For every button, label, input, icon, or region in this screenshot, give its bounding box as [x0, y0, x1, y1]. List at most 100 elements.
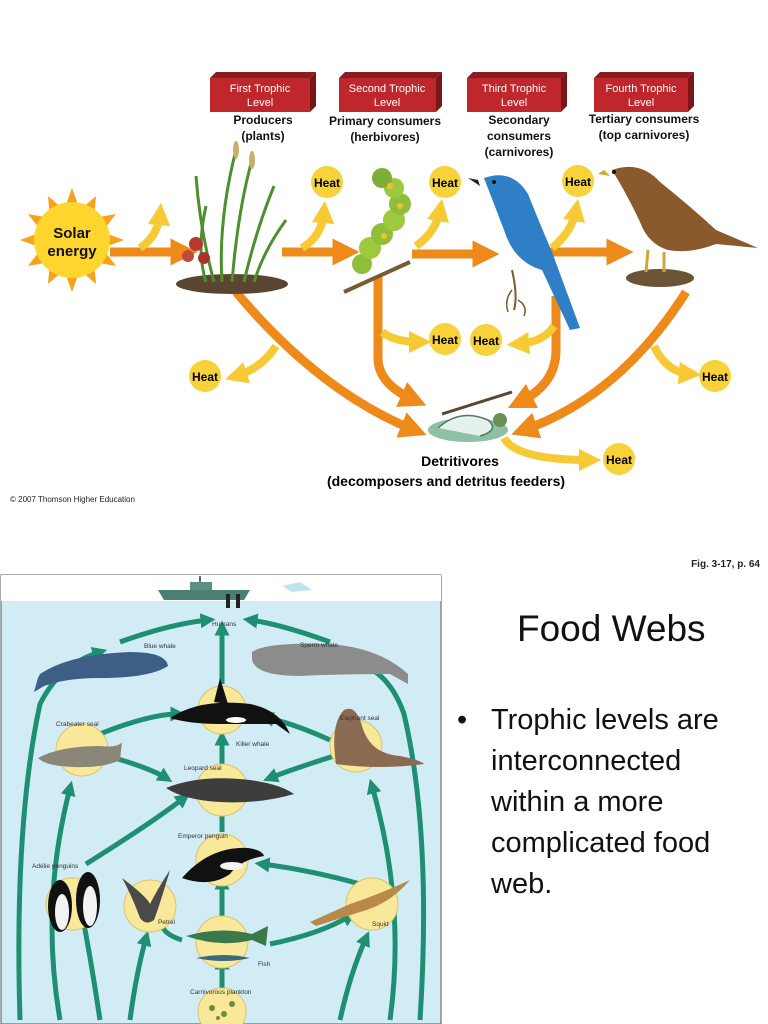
trophic-tag-3-line-2: Level: [501, 97, 527, 109]
detritivores-icon: [428, 390, 513, 442]
heat-circle-6: Heat: [189, 360, 221, 392]
web-arrow-squid-emperor: [254, 857, 361, 887]
trophic-tag-4-line-1: Fourth Trophic: [606, 83, 677, 95]
trophic-tag-2: Second Trophic Level: [339, 72, 442, 112]
heat-arrow-primary: [413, 198, 450, 250]
secondary-consumers-label-1: Secondary: [488, 113, 550, 127]
svg-text:Heat: Heat: [702, 370, 728, 384]
trophic-tag-1-line-2: Level: [247, 97, 273, 109]
energy-flow-diagram: First Trophic Level Second Trophic Level…: [20, 72, 758, 489]
bird-icon: [468, 175, 580, 330]
carnivorous-plankton-label: Carnivorous plankton: [190, 989, 252, 996]
web-arrow-bluewhale-humans: [119, 613, 216, 645]
heat-circle-3: Heat: [562, 165, 594, 197]
squid-icon: [310, 880, 410, 926]
trophic-tag-1: First Trophic Level: [210, 72, 316, 112]
sun-label-1: Solar: [53, 225, 91, 242]
food-webs-bullet: • Trophic levels are interconnected with…: [457, 700, 757, 905]
flow-arrow-tertiary-to-detritivores: [511, 289, 690, 439]
petrel-label: Petrel: [158, 919, 176, 926]
copyright-credit: © 2007 Thomson Higher Education: [10, 495, 135, 504]
heat-arrow-producers-lower: [225, 343, 280, 384]
sun-label-2: energy: [47, 243, 97, 260]
detritivores-label-2: (decomposers and detritus feeders): [327, 473, 565, 489]
web-arrow-crabeater-killer: [99, 706, 186, 737]
detritivores-label-1: Detritivores: [421, 453, 499, 469]
food-webs-title: Food Webs: [517, 608, 706, 649]
bullet-dot-icon: •: [457, 704, 468, 736]
heat-arrow-secondary: [549, 198, 586, 252]
trophic-tag-2-line-2: Level: [374, 97, 400, 109]
heat-arrow-producers: [299, 200, 335, 252]
killer-whale-icon: [170, 678, 290, 734]
elephant-seal-label: Elephant seal: [340, 715, 380, 722]
secondary-consumers-label-2: consumers: [487, 129, 551, 143]
svg-text:Heat: Heat: [473, 334, 499, 348]
food-webs-bullet-text: Trophic levels are interconnected within…: [491, 704, 719, 900]
web-arrow-krill-petrel: [127, 930, 152, 1021]
heat-arrow-detritivores: [500, 435, 602, 472]
crabeater-seal-label: Crabeater seal: [56, 721, 99, 728]
figure-reference: Fig. 3-17, p. 64: [691, 559, 760, 570]
blue-whale-label: Blue whale: [144, 643, 176, 650]
trophic-tag-4: Fourth Trophic Level: [594, 72, 694, 112]
heat-arrow-tertiary-lower: [650, 344, 702, 385]
trophic-tag-3-line-1: Third Trophic: [482, 83, 547, 95]
tertiary-consumers-label-1: Tertiary consumers: [589, 112, 700, 126]
killer-whale-label: Killer whale: [236, 741, 270, 748]
svg-text:Heat: Heat: [432, 333, 458, 347]
primary-consumers-label-1: Primary consumers: [329, 114, 441, 128]
web-arrow-elephant-leopard: [263, 753, 335, 783]
heat-circle-5: Heat: [470, 324, 502, 356]
primary-consumers-label-2: (herbivores): [350, 130, 419, 144]
web-arrow-adelie-leopard: [84, 793, 190, 867]
sperm-whale-icon: [252, 643, 408, 684]
secondary-consumers-label-3: (carnivores): [485, 145, 554, 159]
leopard-seal-label: Leopard seal: [184, 765, 222, 772]
web-arrow-spermwhale-humans: [242, 613, 331, 645]
food-web-diagram: Humans Blue whale Sperm whale Crabeater …: [0, 574, 442, 1024]
trophic-tag-1-line-1: First Trophic: [230, 83, 291, 95]
tertiary-consumers-label-2: (top carnivores): [599, 128, 690, 142]
flow-arrow-secondary-to-detritivores: [507, 296, 561, 409]
flow-arrow-primary-to-detritivores: [373, 276, 427, 407]
svg-text:Heat: Heat: [565, 175, 591, 189]
humans-icon: [226, 594, 240, 608]
trophic-tag-2-line-1: Second Trophic: [349, 83, 426, 95]
heat-circle-7: Heat: [699, 360, 731, 392]
producers-label-2: (plants): [241, 129, 284, 143]
plankton-circle: [197, 987, 247, 1024]
heat-circle-8: Heat: [603, 443, 635, 475]
adelie-penguins-icon: [48, 872, 100, 932]
caterpillar-icon: [343, 168, 411, 294]
petrel-icon: [122, 870, 170, 923]
humans-label: Humans: [212, 621, 237, 628]
flow-arrow-producers-to-detritivores: [232, 289, 427, 438]
web-arrow-fish-squid: [269, 912, 357, 947]
producers-label-1: Producers: [233, 113, 293, 127]
elephant-seal-icon: [334, 708, 424, 767]
emperor-penguin-icon: [182, 847, 264, 883]
heat-circle-2: Heat: [429, 166, 461, 198]
plankton-icon: [209, 1001, 235, 1020]
crabeater-seal-icon: [38, 742, 122, 768]
svg-text:Heat: Heat: [606, 453, 632, 467]
heat-circle-1: Heat: [311, 166, 343, 198]
hawk-icon: [598, 166, 758, 287]
heat-arrow-primary-lower: [379, 328, 432, 354]
heat-arrow-secondary-lower: [506, 323, 558, 355]
blue-whale-icon: [34, 652, 168, 692]
fish-label: Fish: [258, 961, 271, 968]
trophic-tag-3: Third Trophic Level: [467, 72, 567, 112]
svg-text:Heat: Heat: [432, 176, 458, 190]
squid-label: Squid: [372, 921, 389, 928]
sun-icon: Solar energy: [20, 188, 124, 292]
svg-text:Heat: Heat: [314, 176, 340, 190]
emperor-penguin-label: Emperor penguin: [178, 833, 228, 840]
adelie-penguins-label: Adélie penguins: [32, 863, 79, 870]
plants-icon: [176, 141, 288, 294]
web-arrow-plankton-squid: [337, 931, 370, 1021]
leopard-seal-icon: [166, 778, 294, 803]
trophic-tag-4-line-2: Level: [628, 97, 654, 109]
fish-icon: [186, 926, 268, 961]
